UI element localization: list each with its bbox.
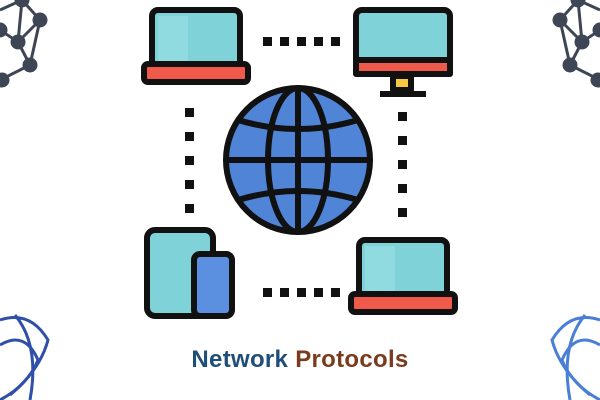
desktop-monitor-icon — [353, 7, 453, 97]
globe-icon — [223, 85, 373, 235]
network-mesh-icon-top-left — [0, 0, 48, 88]
connector-right — [398, 112, 407, 217]
network-mesh-icon-top-right — [552, 0, 600, 88]
connector-left — [185, 108, 194, 213]
caption-word-protocols: Protocols — [295, 346, 409, 373]
laptop-icon-bottom-right — [348, 237, 458, 315]
connector-top — [263, 37, 340, 46]
diagram-caption: Network Protocols — [0, 346, 600, 374]
caption-word-network: Network — [191, 346, 289, 373]
tablet-phone-icon — [144, 227, 235, 319]
network-mesh-icon-bottom-right — [550, 314, 600, 400]
connector-bottom — [263, 288, 340, 297]
laptop-icon-top-left — [141, 7, 251, 85]
network-mesh-icon-bottom-left — [0, 314, 50, 400]
